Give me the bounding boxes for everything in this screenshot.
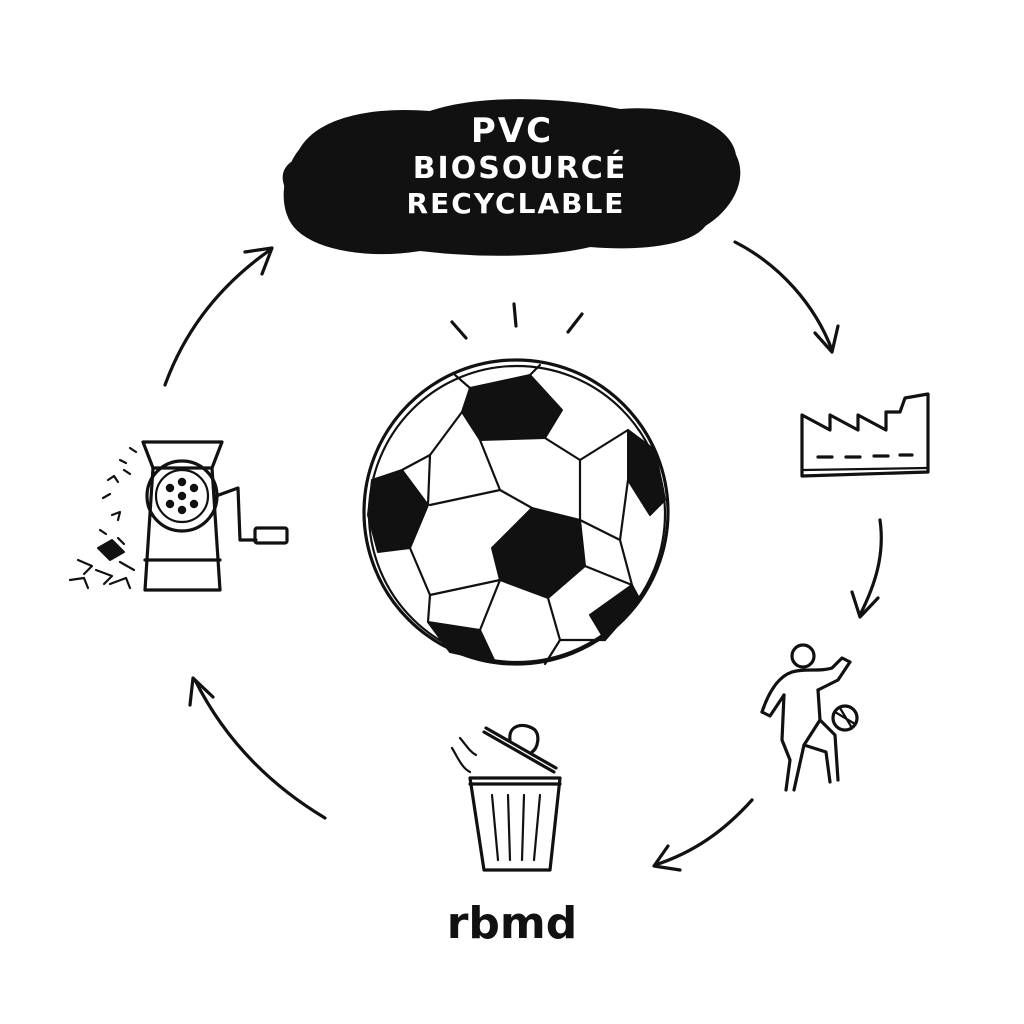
ball-seams (400, 363, 634, 666)
ball-shine-marks (450, 302, 584, 340)
ink-blob (283, 99, 741, 256)
arrow-bin-to-grinder (188, 676, 327, 820)
trash-bin-icon (450, 723, 562, 872)
ball-patch-right (627, 429, 666, 516)
factory-icon (800, 392, 930, 478)
shredded-pieces (68, 446, 138, 590)
ball-patch-center (491, 507, 586, 599)
arrow-grinder-to-header (163, 246, 274, 387)
grinder-icon (68, 440, 289, 592)
cycle-arrows (163, 240, 883, 872)
ball-outline (362, 358, 670, 666)
soccer-ball-icon (362, 302, 670, 666)
header-line-3: RECYCLABLE (407, 187, 626, 220)
header-line-2: BIOSOURCÉ (413, 150, 628, 186)
brand-logo: rbmd (447, 898, 578, 949)
logo-text: rbmd (447, 898, 578, 949)
ball-patch-bottom (427, 621, 496, 663)
arrow-factory-to-player (850, 518, 883, 619)
arrow-player-to-bin (652, 798, 754, 872)
ball-patch-bottom-right (589, 584, 641, 641)
header-line-1: PVC (471, 111, 553, 151)
player-ball (831, 704, 859, 732)
header-label: PVC BIOSOURCÉ RECYCLABLE (282, 99, 741, 256)
arrow-header-to-factory (733, 240, 840, 354)
ball-patch-top (461, 374, 563, 441)
ink-blob-texture (282, 157, 306, 201)
player-icon (760, 643, 859, 792)
ball-patch-left (367, 469, 429, 553)
